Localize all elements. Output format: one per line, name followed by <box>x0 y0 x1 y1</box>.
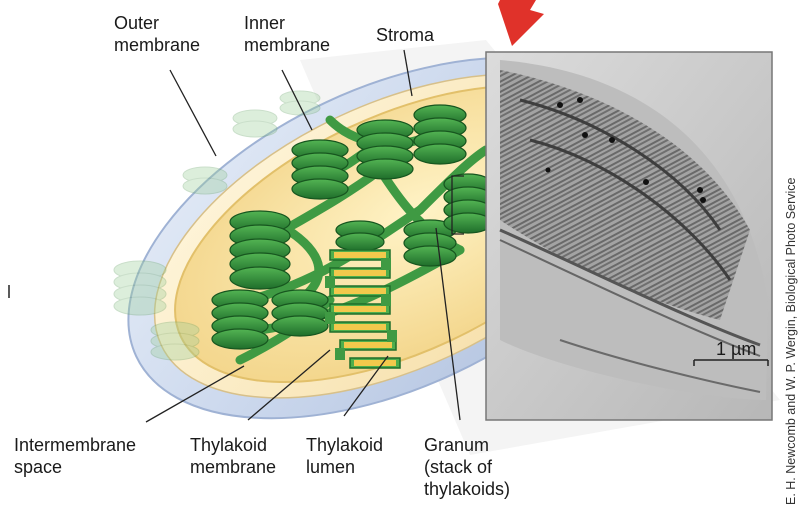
photo-credit: E. H. Newcomb and W. P. Wergin, Biologic… <box>784 178 798 505</box>
cut-thylakoid-stack <box>330 250 400 368</box>
label-stroma: Stroma <box>376 24 434 46</box>
label-thylakoid-membrane: Thylakoid membrane <box>190 434 276 478</box>
electron-micrograph <box>486 52 772 420</box>
pointer-arrow <box>498 0 544 46</box>
leader-outer-membrane <box>170 70 216 156</box>
scale-bar-label: 1 µm <box>716 339 756 360</box>
label-inner-membrane: Inner membrane <box>244 12 330 56</box>
label-thylakoid-lumen: Thylakoid lumen <box>306 434 383 478</box>
label-intermembrane-space: Intermembrane space <box>14 434 136 478</box>
label-outer-membrane: Outer membrane <box>114 12 200 56</box>
label-granum: Granum (stack of thylakoids) <box>424 434 510 500</box>
